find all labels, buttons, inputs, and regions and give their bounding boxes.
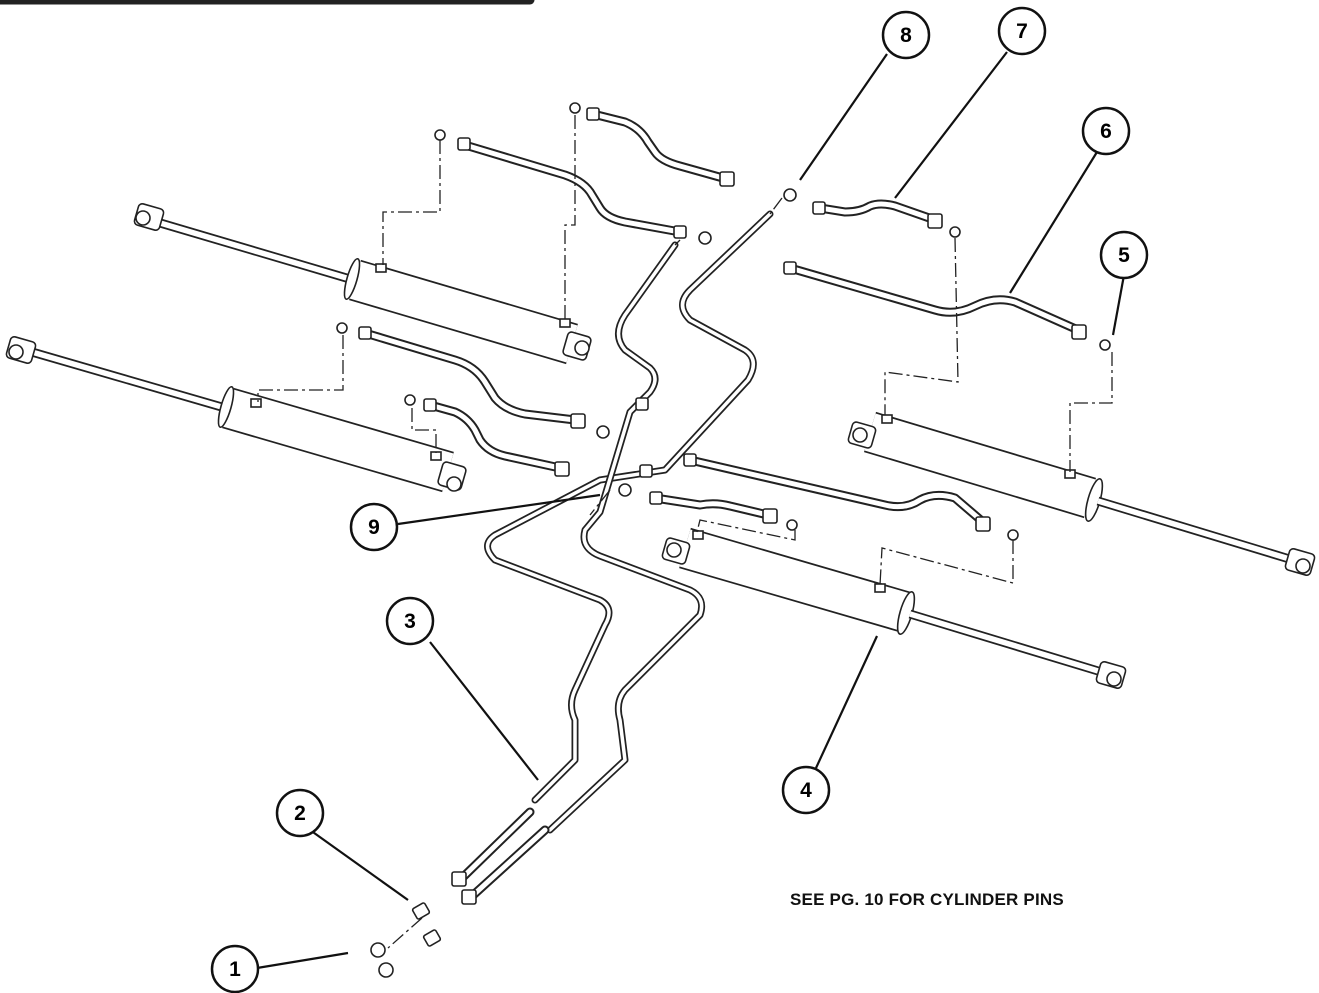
callout-2: 2 [275, 788, 325, 838]
svg-text:2: 2 [294, 802, 306, 825]
callout-9: 9 [349, 502, 399, 552]
hydraulic-cylinder-lower [661, 527, 1127, 690]
svg-text:4: 4 [800, 779, 812, 802]
svg-text:8: 8 [900, 24, 912, 47]
leader-lines [256, 51, 1126, 970]
phantom-lines [257, 115, 1113, 949]
callout-7: 7 [997, 6, 1047, 56]
fittings [336, 102, 1111, 978]
svg-text:5: 5 [1118, 244, 1130, 267]
hydraulic-cylinder-middle-left [5, 335, 467, 493]
cylinder-pins-note: SEE PG. 10 FOR CYLINDER PINS [790, 890, 1064, 909]
hydraulic-tubes [0, 0, 774, 905]
callout-5: 5 [1099, 230, 1149, 280]
svg-text:6: 6 [1100, 120, 1112, 143]
hydraulic-cylinder-right [847, 411, 1316, 577]
hose-assemblies [358, 107, 1087, 532]
callout-6: 6 [1081, 106, 1131, 156]
svg-text:7: 7 [1016, 20, 1028, 43]
callout-1: 1 [210, 944, 260, 993]
hydraulic-cylinder-upper-left [133, 202, 592, 365]
callout-4: 4 [781, 765, 831, 815]
svg-text:3: 3 [404, 610, 416, 633]
callout-3: 3 [385, 596, 435, 646]
svg-text:1: 1 [229, 958, 241, 981]
callout-8: 8 [881, 10, 931, 60]
svg-text:9: 9 [368, 516, 380, 539]
